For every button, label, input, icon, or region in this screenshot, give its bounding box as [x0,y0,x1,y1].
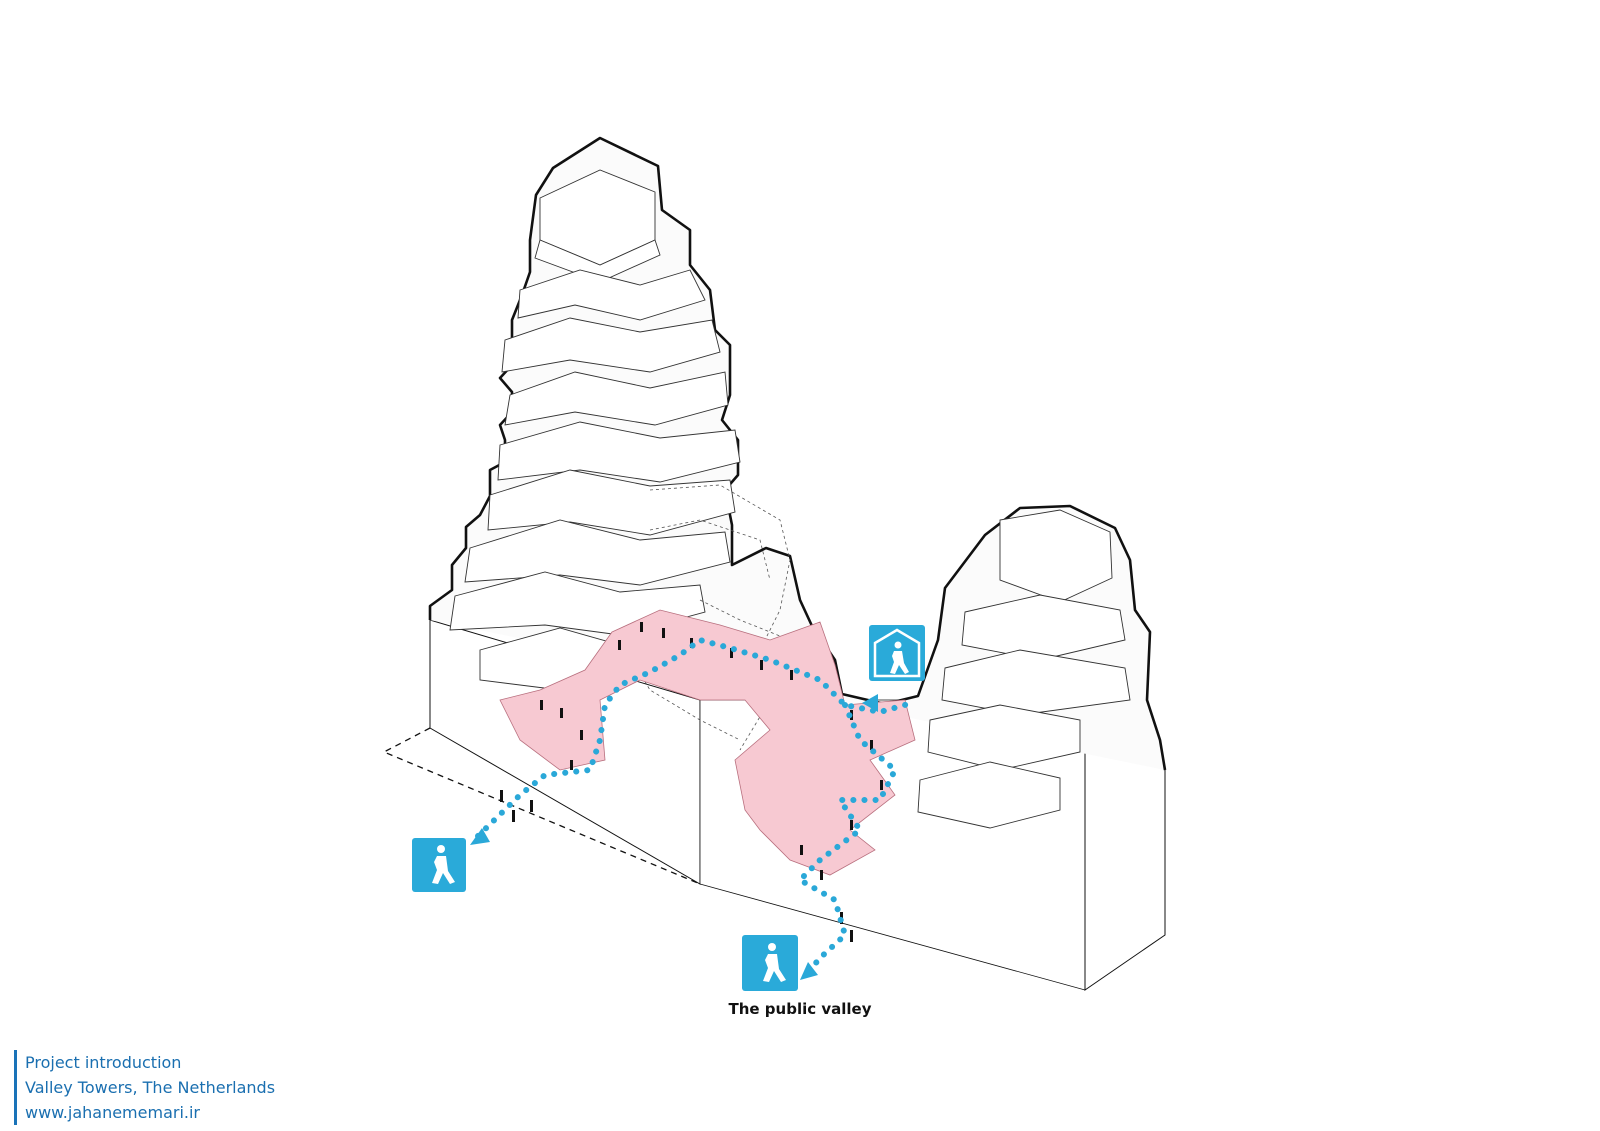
left-tower-volumes [449,169,1131,829]
walking-person-icon [432,845,455,884]
public-zone [499,609,916,876]
pedestrian-exit-sign-left [412,838,466,892]
path-arrowheads [470,694,878,980]
pedestrian-exit-sign-bottom [742,935,798,991]
footer-line-location: Valley Towers, The Netherlands [25,1078,276,1097]
footer-website-link[interactable]: www.jahanememari.ir [25,1103,201,1122]
diagram-caption: The public valley [728,1000,872,1018]
footer-credit: Project introduction Valley Towers, The … [14,1050,275,1125]
pedestrian-entry-sign [869,625,925,681]
walking-person-icon [763,943,786,982]
circulation-path [475,636,913,973]
site-boundary-dashed [382,727,701,885]
walking-person-icon [890,641,909,674]
footer-line-project: Project introduction [25,1053,182,1072]
people-figures [500,622,883,942]
